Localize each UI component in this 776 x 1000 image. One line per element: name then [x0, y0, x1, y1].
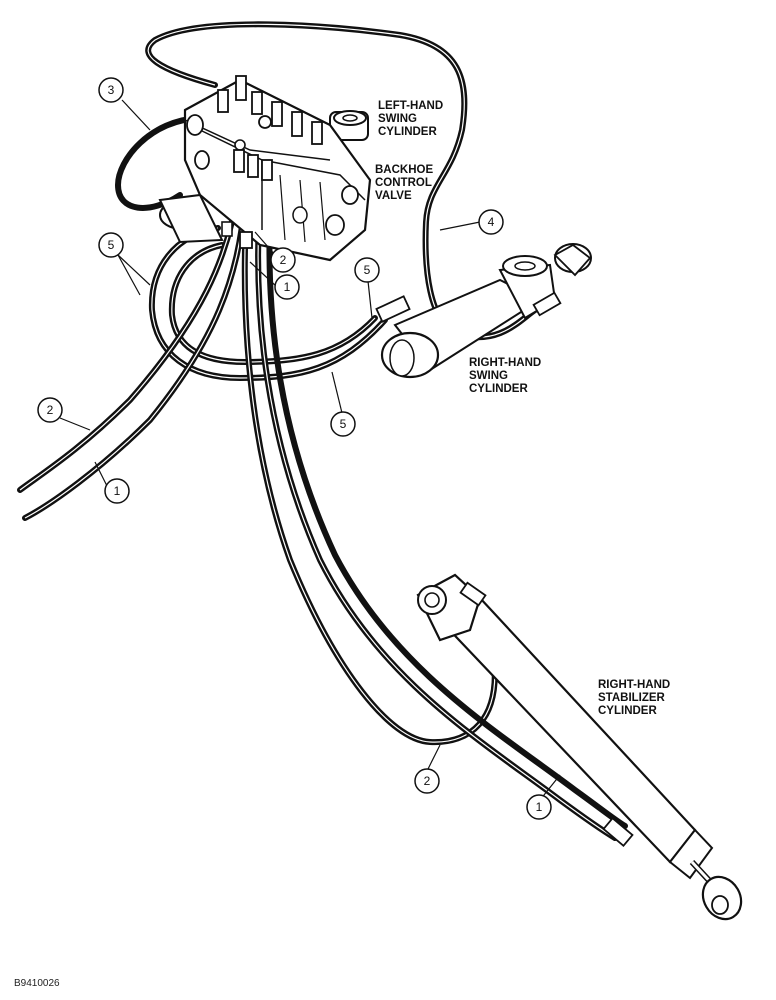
svg-text:CYLINDER: CYLINDER	[469, 383, 528, 395]
svg-text:SWING: SWING	[378, 113, 417, 125]
svg-text:1: 1	[536, 800, 543, 814]
svg-text:4: 4	[488, 215, 495, 229]
callout-5-left: 5	[98, 232, 124, 258]
svg-text:1: 1	[284, 280, 291, 294]
callout-2-left: 2	[37, 397, 63, 423]
svg-text:RIGHT-HAND: RIGHT-HAND	[469, 357, 541, 369]
svg-text:CYLINDER: CYLINDER	[378, 126, 437, 138]
svg-text:2: 2	[47, 403, 54, 417]
callout-3: 3	[98, 77, 124, 103]
label-right-hand-swing-cylinder: RIGHT-HAND SWING CYLINDER	[469, 357, 541, 395]
callout-1-stab: 1	[526, 794, 552, 820]
backhoe-control-valve	[158, 75, 372, 262]
svg-text:STABILIZER: STABILIZER	[598, 692, 666, 704]
svg-text:LEFT-HAND: LEFT-HAND	[378, 100, 443, 112]
callout-5-bottom: 5	[330, 411, 356, 437]
svg-text:RIGHT-HAND: RIGHT-HAND	[598, 679, 670, 691]
svg-text:5: 5	[364, 263, 371, 277]
svg-text:3: 3	[108, 83, 115, 97]
svg-text:BACKHOE: BACKHOE	[375, 164, 433, 176]
svg-text:5: 5	[340, 417, 347, 431]
right-hand-swing-cylinder	[375, 243, 592, 379]
svg-text:VALVE: VALVE	[375, 190, 412, 202]
callout-1-valve: 1	[274, 274, 300, 300]
label-backhoe-control-valve: BACKHOE CONTROL VALVE	[375, 164, 433, 202]
svg-text:5: 5	[108, 238, 115, 252]
callout-2-valve: 2	[270, 247, 296, 273]
svg-text:2: 2	[424, 774, 431, 788]
svg-text:2: 2	[280, 253, 287, 267]
svg-text:CYLINDER: CYLINDER	[598, 705, 657, 717]
leader-lines	[59, 99, 561, 801]
label-right-hand-stabilizer-cylinder: RIGHT-HAND STABILIZER CYLINDER	[598, 679, 670, 717]
svg-text:1: 1	[114, 484, 121, 498]
callout-2-stab: 2	[414, 768, 440, 794]
svg-text:SWING: SWING	[469, 370, 508, 382]
right-hand-stabilizer-cylinder	[416, 573, 743, 921]
figure-id: B9410026	[14, 978, 60, 989]
label-left-hand-swing-cylinder: LEFT-HAND SWING CYLINDER	[378, 100, 443, 138]
callout-4: 4	[478, 209, 504, 235]
svg-text:CONTROL: CONTROL	[375, 177, 432, 189]
callout-1-left: 1	[104, 478, 130, 504]
callout-5-top: 5	[354, 257, 380, 283]
left-hand-swing-cylinder	[329, 110, 369, 141]
hose-3	[114, 115, 203, 211]
hose-1-stab-b	[266, 177, 628, 829]
